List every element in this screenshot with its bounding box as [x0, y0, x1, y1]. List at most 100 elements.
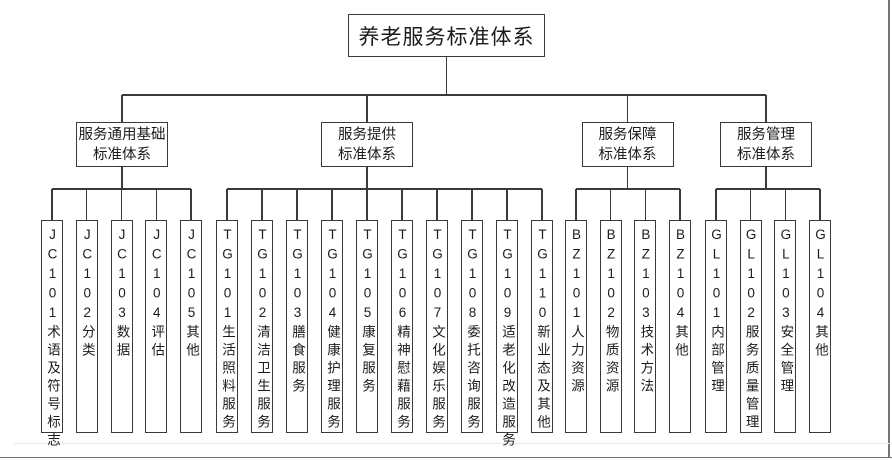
- leaf-node-tg105: TG105康复服务: [356, 220, 378, 433]
- branch-node-jc: 服务通用基础标准体系: [76, 122, 168, 167]
- leaf-node-label: JC103数据: [114, 227, 130, 361]
- leaf-node-label: BZ101人力资源: [569, 227, 584, 397]
- leaf-node-label: TG106精神慰藉服务: [395, 227, 410, 433]
- leaf-stub-line: [226, 189, 228, 220]
- branch-lower-stub-line: [366, 167, 368, 189]
- leaf-node-label: BZ104其他: [673, 227, 688, 361]
- leaf-node-jc101: JC101术语及符号标志: [41, 220, 63, 451]
- leaf-node-label: JC104评估: [149, 227, 165, 361]
- leaf-stub-line: [86, 189, 88, 220]
- top-connector-line: [122, 94, 766, 96]
- root-stub-line: [445, 57, 448, 95]
- leaf-stub-line: [471, 189, 473, 220]
- leaf-node-tg101: TG101生活照料服务: [216, 220, 238, 433]
- leaf-node-label: TG110新业态及其他: [535, 227, 550, 433]
- branch-stub-line: [121, 95, 123, 122]
- leaf-node-label: BZ102物质资源: [603, 227, 619, 397]
- leaf-node-label: TG103膳食服务: [290, 227, 305, 397]
- group-connector-line: [576, 188, 680, 190]
- branch-node-label: 服务管理: [737, 126, 795, 143]
- leaf-node-tg109: TG109适老化改造服务: [496, 220, 518, 451]
- leaf-stub-line: [715, 189, 717, 220]
- leaf-stub-line: [506, 189, 508, 220]
- leaf-node-bz102: BZ102物质资源: [599, 220, 622, 433]
- leaf-stub-line: [120, 189, 123, 220]
- branch-lower-stub-line: [121, 167, 123, 189]
- branch-stub-line: [765, 95, 767, 122]
- leaf-stub-line: [819, 189, 821, 220]
- leaf-node-label: GL102服务质量管理: [743, 227, 759, 433]
- leaf-stub-line: [155, 189, 157, 220]
- branch-node-label: 服务保障: [598, 126, 657, 143]
- leaf-node-jc105: JC105其他: [180, 220, 202, 433]
- leaf-node-jc102: JC102分类: [75, 220, 98, 433]
- faint-horizontal-rule: [14, 443, 892, 444]
- leaf-node-label: TG101生活照料服务: [220, 227, 235, 433]
- branch-lower-stub-line: [626, 167, 629, 189]
- branch-node-tg: 服务提供标准体系: [321, 122, 413, 167]
- leaf-stub-line: [331, 189, 333, 220]
- leaf-stub-line: [51, 189, 53, 220]
- branch-node-label: 标准体系: [737, 146, 795, 163]
- leaf-node-tg104: TG104健康护理服务: [321, 220, 343, 433]
- branch-node-bz: 服务保障标准体系: [581, 122, 674, 167]
- leaf-node-label: TG107文化娱乐服务: [430, 227, 445, 433]
- leaf-stub-line: [784, 189, 786, 220]
- branch-node-label: 标准体系: [93, 146, 151, 163]
- group-connector-line: [716, 188, 820, 190]
- leaf-node-tg102: TG102清洁卫生服务: [251, 220, 273, 433]
- branch-node-label: 标准体系: [338, 146, 396, 163]
- leaf-stub-line: [610, 189, 612, 220]
- leaf-node-label: JC101术语及符号标志: [45, 227, 60, 451]
- leaf-node-tg108: TG108委托咨询服务: [461, 220, 483, 433]
- branch-node-label: 服务通用基础: [78, 126, 166, 143]
- leaf-node-gl102: GL102服务质量管理: [739, 220, 762, 433]
- leaf-node-tg110: TG110新业态及其他: [531, 220, 553, 433]
- branch-node-label: 服务提供: [338, 126, 396, 143]
- leaf-node-label: TG108委托咨询服务: [465, 227, 480, 433]
- leaf-stub-line: [190, 189, 192, 220]
- leaf-stub-line: [436, 189, 438, 220]
- leaf-node-label: JC105其他: [184, 227, 199, 361]
- leaf-stub-line: [366, 189, 368, 220]
- leaf-stub-line: [575, 189, 577, 220]
- leaf-node-tg107: TG107文化娱乐服务: [426, 220, 448, 433]
- leaf-node-jc103: JC103数据: [110, 220, 133, 433]
- leaf-node-tg106: TG106精神慰藉服务: [391, 220, 413, 433]
- leaf-stub-line: [261, 189, 263, 220]
- leaf-node-label: GL101内部管理: [709, 227, 724, 397]
- root-node-label: 养老服务标准体系: [358, 25, 535, 49]
- leaf-node-label: TG104健康护理服务: [325, 227, 340, 433]
- leaf-stub-line: [750, 189, 752, 220]
- group-connector-line: [52, 188, 191, 190]
- leaf-node-bz103: BZ103技术方法: [634, 220, 657, 433]
- leaf-node-gl103: GL103安全管理: [774, 220, 797, 433]
- leaf-stub-line: [644, 189, 646, 220]
- leaf-node-label: TG102清洁卫生服务: [255, 227, 270, 433]
- leaf-node-bz101: BZ101人力资源: [565, 220, 587, 433]
- group-connector-line: [227, 188, 542, 190]
- branch-node-gl: 服务管理标准体系: [720, 122, 812, 167]
- leaf-stub-line: [296, 189, 298, 220]
- branch-stub-line: [366, 95, 368, 122]
- leaf-stub-line: [541, 189, 543, 220]
- leaf-node-bz104: BZ104其他: [669, 220, 691, 433]
- branch-node-label: 标准体系: [598, 146, 657, 163]
- leaf-node-jc104: JC104评估: [145, 220, 168, 433]
- leaf-node-label: GL103安全管理: [778, 227, 794, 397]
- branch-stub-line: [626, 95, 629, 122]
- leaf-stub-line: [679, 189, 681, 220]
- leaf-node-label: GL104其他: [813, 227, 828, 361]
- leaf-node-gl101: GL101内部管理: [705, 220, 727, 433]
- page-right-border: [888, 0, 890, 458]
- leaf-node-label: TG109适老化改造服务: [500, 227, 515, 451]
- leaf-node-label: JC102分类: [79, 227, 95, 361]
- root-node: 养老服务标准体系: [348, 14, 545, 57]
- leaf-stub-line: [401, 189, 403, 220]
- leaf-node-label: TG105康复服务: [360, 227, 375, 397]
- branch-lower-stub-line: [765, 167, 767, 189]
- leaf-node-gl104: GL104其他: [809, 220, 831, 433]
- leaf-node-label: BZ103技术方法: [638, 227, 654, 397]
- leaf-node-tg103: TG103膳食服务: [286, 220, 308, 433]
